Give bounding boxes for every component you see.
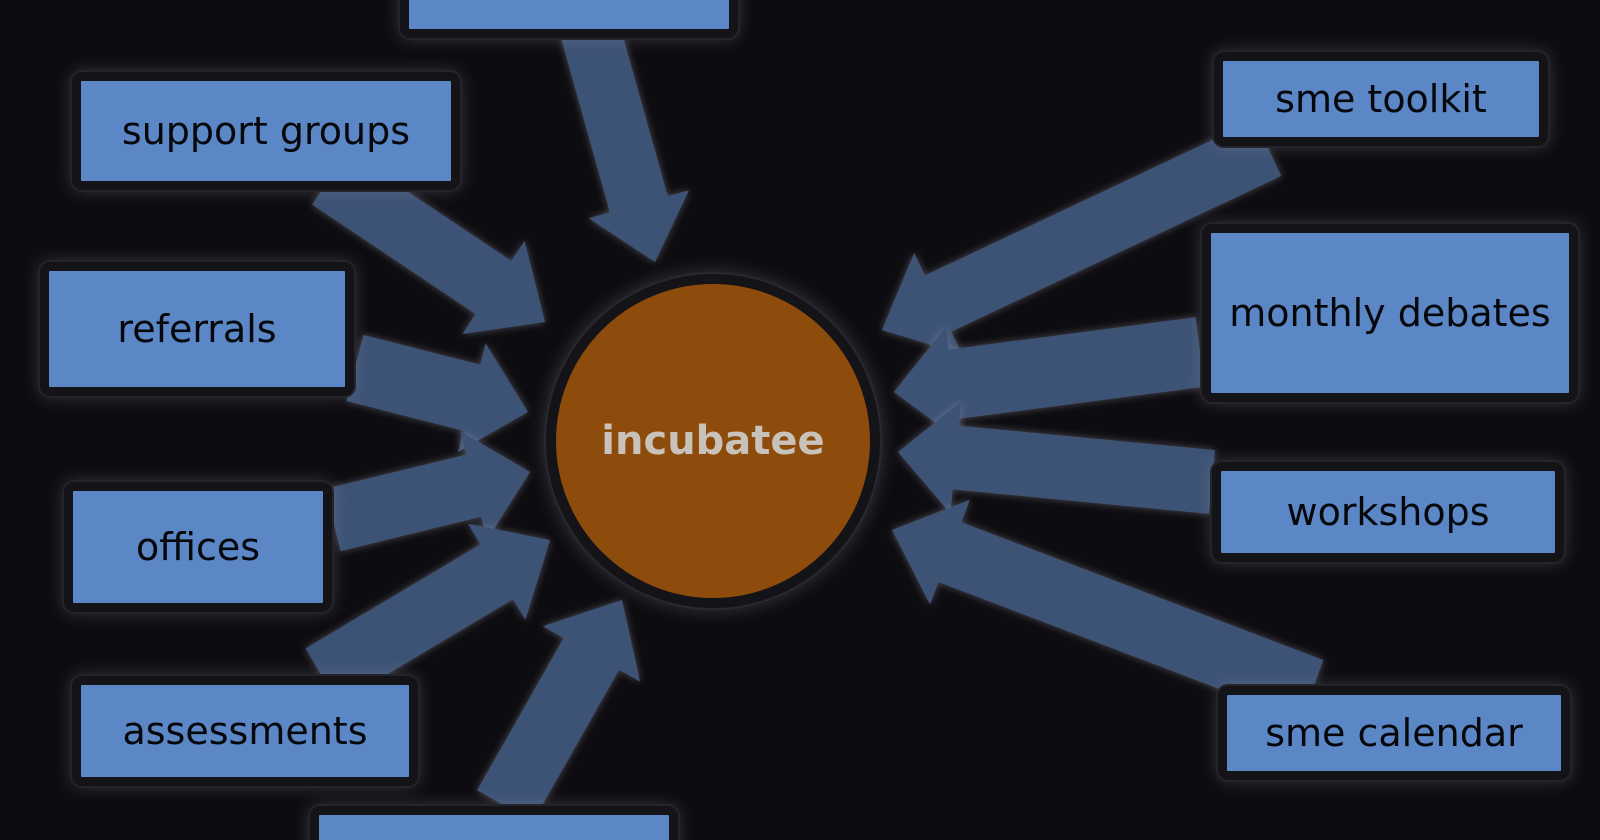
center-node-label: incubatee	[601, 418, 825, 464]
node-top-partial	[400, 0, 738, 38]
node-bottom-partial	[310, 806, 678, 840]
node-sme-toolkit-label: sme toolkit	[1275, 77, 1487, 121]
arrow-bottom	[477, 600, 641, 822]
node-support-groups: support groups	[72, 72, 460, 190]
arrow-assessments	[305, 523, 550, 704]
node-sme-calendar: sme calendar	[1218, 686, 1570, 780]
arrow-top	[561, 21, 689, 263]
node-sme-toolkit: sme toolkit	[1214, 52, 1548, 146]
node-monthly-debates-label: monthly debates	[1229, 291, 1551, 335]
arrow-referrals	[346, 335, 528, 452]
node-assessments: assessments	[72, 676, 418, 786]
node-monthly-debates: monthly debates	[1202, 224, 1578, 402]
node-referrals-label: referrals	[117, 307, 277, 351]
node-support-groups-label: support groups	[121, 109, 411, 153]
arrow-sme-calendar	[892, 499, 1324, 720]
node-sme-calendar-label: sme calendar	[1265, 711, 1523, 755]
node-workshops: workshops	[1212, 462, 1564, 562]
node-offices: offices	[64, 482, 332, 612]
center-node: incubatee	[546, 274, 880, 608]
node-offices-label: offices	[135, 525, 261, 569]
arrow-workshops	[898, 401, 1215, 514]
arrow-sme-toolkit	[882, 120, 1282, 355]
arrow-offices	[325, 431, 530, 552]
node-assessments-label: assessments	[122, 709, 368, 753]
node-workshops-label: workshops	[1286, 490, 1490, 534]
arrow-support-groups	[312, 151, 545, 334]
node-referrals: referrals	[40, 262, 354, 396]
arrow-monthly-debates	[894, 317, 1205, 442]
